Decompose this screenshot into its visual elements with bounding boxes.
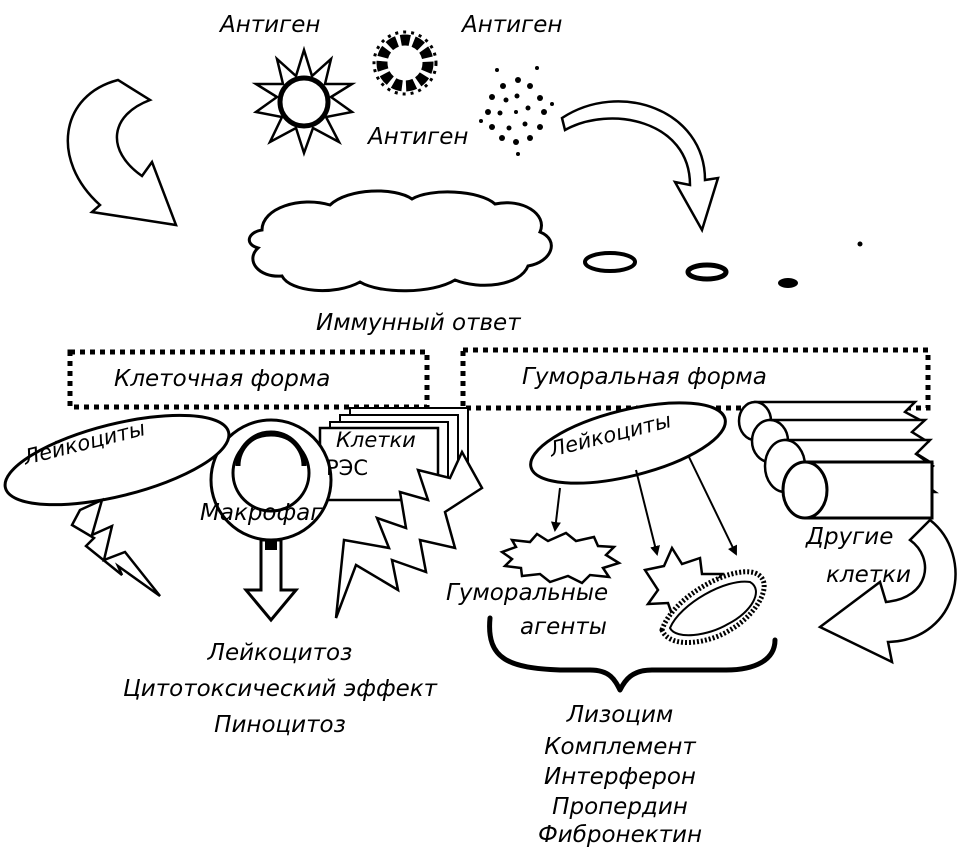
cellular-effect-1: Лейкоцитоз (120, 642, 440, 665)
curved-arrow-right-icon (562, 101, 718, 230)
antigen-label-3: Антиген (368, 126, 468, 149)
other-cells-label-line2: клетки (826, 564, 911, 587)
lightning-left-icon (72, 500, 160, 596)
arrow-to-agent-2 (636, 470, 657, 554)
immune-response-label: Иммунный ответ (316, 312, 521, 335)
antigen-label-2: Антиген (462, 14, 562, 37)
humoral-agents-label-line2: агенты (520, 616, 607, 639)
other-cells-label-line1: Другие (806, 526, 893, 549)
cellular-form-label: Клеточная форма (114, 368, 330, 391)
humoral-agent-item-4: Пропердин (480, 796, 760, 819)
other-cells-icon (739, 402, 935, 518)
antigen-ring-icon (374, 32, 436, 94)
arrow-to-agent-3 (688, 455, 736, 554)
speck-icon (858, 242, 863, 247)
arrow-to-agent-1 (555, 488, 560, 530)
humoral-form-label: Гуморальная форма (522, 366, 767, 389)
humoral-agents-label-line1: Гуморальные (446, 582, 608, 605)
cellular-effect-2: Цитотоксический эффект (40, 678, 520, 701)
res-cells-label-line1: Клетки (336, 430, 416, 451)
humoral-agent-item-2: Комплемент (480, 736, 760, 759)
immune-cloud-icon (249, 191, 551, 291)
humoral-agent-item-5: Фибронектин (480, 824, 760, 847)
oval-small-icon (778, 278, 798, 288)
humoral-agent-item-3: Интерферон (480, 766, 760, 789)
macrophage-label: Макрофаг (200, 502, 322, 525)
antigen-sun-icon (256, 50, 352, 153)
oval-large-icon (585, 253, 635, 271)
curved-arrow-left-icon (68, 80, 176, 225)
humoral-agent-spiky-icon (502, 533, 619, 583)
down-arrow-icon (246, 540, 296, 620)
res-cells-label-line2: РЭС (326, 458, 368, 479)
antigen-label-1: Антиген (220, 14, 320, 37)
oval-medium-icon (688, 265, 726, 279)
cellular-effect-3: Пиноцитоз (120, 714, 440, 737)
humoral-agent-item-1: Лизоцим (480, 704, 760, 727)
antigen-dots-icon (479, 66, 554, 156)
